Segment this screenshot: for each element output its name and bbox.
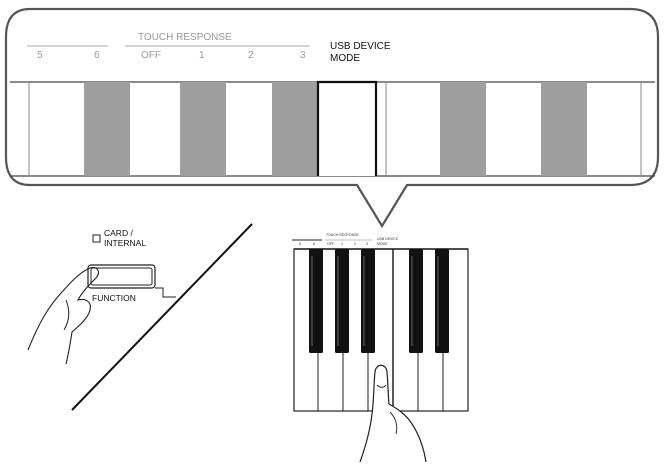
zoom-touch-2: 2 — [248, 50, 254, 61]
card-label-line1: CARD / — [104, 228, 133, 238]
kbd-black-key — [335, 249, 349, 353]
card-internal-indicator — [92, 234, 101, 243]
kbd-touch-off: OFF — [327, 242, 334, 246]
kbd-black-key — [435, 249, 449, 353]
function-button-panel — [27, 234, 176, 365]
kbd-black-key — [309, 249, 323, 353]
kbd-touch-3: 3 — [366, 242, 368, 246]
finger-hand-left — [27, 267, 99, 365]
zoom-black-key — [440, 82, 486, 176]
kbd-black-key — [361, 249, 375, 353]
zoom-touch-3: 3 — [300, 50, 306, 61]
function-button-inner[interactable] — [90, 267, 153, 286]
kbd-usb-label-line2: MODE — [377, 242, 388, 246]
card-label-line2: INTERNAL — [104, 238, 147, 248]
zoom-black-key — [180, 82, 226, 176]
diagonal-divider — [71, 223, 253, 411]
kbd-number-5: 5 — [299, 242, 301, 246]
zoom-black-key — [84, 82, 130, 176]
kbd-usb-label-line1: USB DEVICE — [377, 237, 399, 241]
function-label: FUNCTION — [92, 293, 136, 303]
zoom-key-strip — [10, 45, 655, 177]
zoom-highlighted-key — [318, 82, 376, 176]
zoom-usb-label-line1: USB DEVICE — [330, 41, 391, 52]
kbd-touch-response-title: TOUCH RESPONSE — [326, 233, 359, 237]
finger-hand-right — [359, 364, 427, 463]
keyboard-illustration — [292, 239, 469, 463]
zoom-black-key — [272, 82, 318, 176]
kbd-touch-1: 1 — [341, 242, 343, 246]
kbd-touch-2: 2 — [354, 242, 356, 246]
zoom-usb-label-line2: MODE — [330, 53, 360, 64]
finger-right-crease — [389, 411, 398, 435]
zoom-highlight-border — [316, 80, 378, 176]
zoom-black-key — [541, 82, 587, 176]
function-label-bracket — [155, 287, 176, 298]
zoom-touch-1: 1 — [199, 50, 205, 61]
finger-right-nail — [376, 384, 387, 388]
zoom-touch-off: OFF — [141, 50, 161, 61]
kbd-number-6: 6 — [313, 242, 315, 246]
zoom-number-6: 6 — [94, 50, 100, 61]
zoom-number-5: 5 — [37, 50, 43, 61]
kbd-black-key — [409, 249, 423, 353]
finger-hand-left-crease — [63, 299, 70, 331]
zoom-touch-response-title: TOUCH RESPONSE — [138, 32, 232, 43]
